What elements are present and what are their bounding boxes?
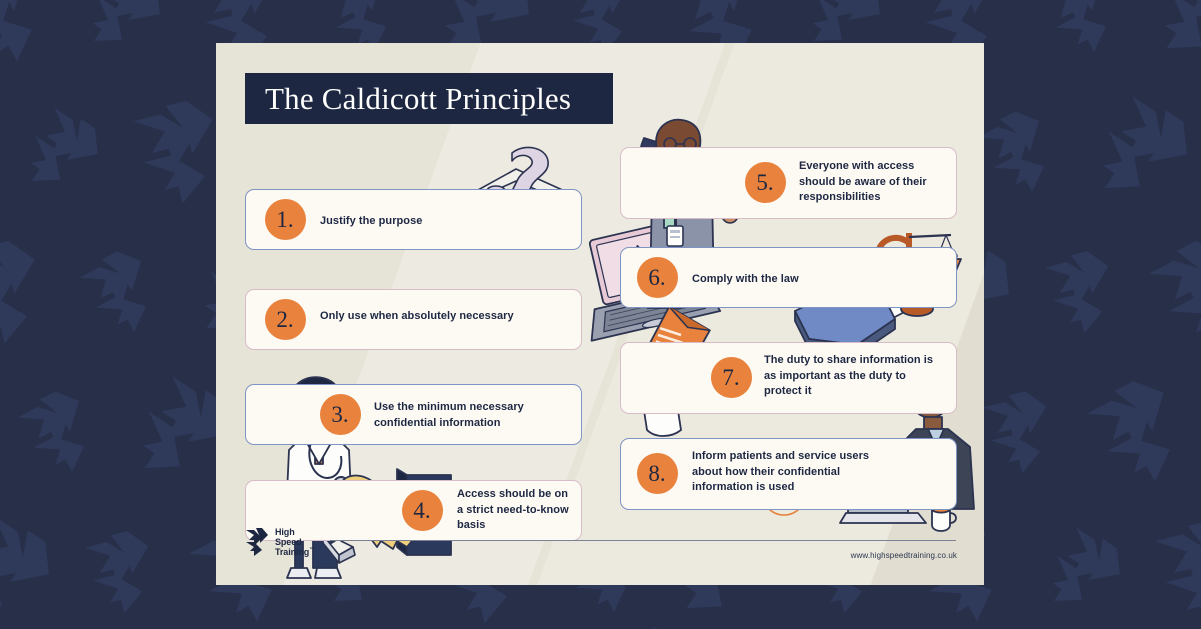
chevron-watermark-icon — [1035, 245, 1131, 341]
trademark-symbol: ™ — [309, 547, 315, 554]
brand-logo-text: High Speed Training™ — [275, 527, 314, 557]
infographic-poster: The Caldicott Principles — [216, 43, 984, 585]
footer-url: www.highspeedtraining.co.uk — [850, 551, 957, 560]
chevron-watermark-icon — [967, 99, 1074, 206]
principle-text-5: Everyone with access should be aware of … — [799, 160, 927, 204]
principle-number-3: 3. — [320, 394, 361, 435]
chevron-watermark-icon — [973, 385, 1069, 481]
principle-text-4: Access should be on a strict need-to-kno… — [457, 488, 569, 532]
chevron-watermark-icon — [414, 0, 551, 82]
principle-text-6: Comply with the law — [692, 273, 799, 285]
page-title-text: The Caldicott Principles — [265, 80, 572, 116]
chevron-watermark-icon — [1072, 84, 1201, 221]
principle-number-2: 2. — [265, 299, 306, 340]
principle-number-6: 6. — [637, 257, 678, 298]
brand-line-3: Training™ — [275, 547, 314, 557]
chevron-watermark-icon — [0, 233, 63, 353]
chevron-watermark-icon — [1029, 0, 1136, 67]
brand-line-2: Speed — [275, 537, 302, 548]
principle-card-5[interactable] — [620, 147, 957, 219]
brand-line-1: High — [275, 527, 295, 537]
footer-divider — [330, 540, 956, 541]
chevron-watermark-icon — [1134, 0, 1201, 82]
principle-text-8: Inform patients and service users about … — [692, 450, 870, 494]
principle-card-3[interactable] — [245, 384, 582, 445]
principle-text-2: Only use when absolutely necessary — [320, 310, 514, 322]
chevron-watermark-icon — [1136, 226, 1201, 360]
principle-text-7: The duty to share information is as impo… — [764, 354, 934, 398]
chevron-watermark-icon — [6, 98, 116, 208]
chevron-watermark-icon — [0, 504, 72, 629]
principle-number-1: 1. — [265, 199, 306, 240]
brand-line-3-text: Training — [275, 547, 310, 558]
double-chevron-icon — [246, 528, 268, 557]
chevron-watermark-icon — [788, 0, 898, 68]
principle-number-8: 8. — [637, 453, 678, 494]
principle-card-7[interactable] — [620, 342, 957, 414]
principle-text-1: Justify the purpose — [320, 215, 423, 227]
chevron-watermark-icon — [1074, 366, 1201, 500]
chevron-watermark-icon — [1028, 518, 1138, 628]
principle-card-2[interactable] — [245, 289, 582, 350]
chevron-watermark-icon — [7, 379, 114, 486]
chevron-watermark-icon — [0, 0, 70, 80]
principle-text-3: Use the minimum necessary confidential i… — [374, 401, 524, 429]
page-title: The Caldicott Principles — [245, 73, 613, 124]
brand-logo: High Speed Training™ — [245, 527, 314, 557]
chevron-watermark-icon — [75, 525, 171, 621]
chevron-watermark-icon — [69, 239, 176, 346]
principle-number-4: 4. — [402, 490, 443, 531]
principle-number-7: 7. — [711, 357, 752, 398]
principle-number-5: 5. — [745, 162, 786, 203]
chevron-watermark-icon — [68, 0, 178, 68]
chevron-watermark-icon — [1143, 513, 1201, 629]
chevron-watermark-icon — [121, 93, 241, 213]
